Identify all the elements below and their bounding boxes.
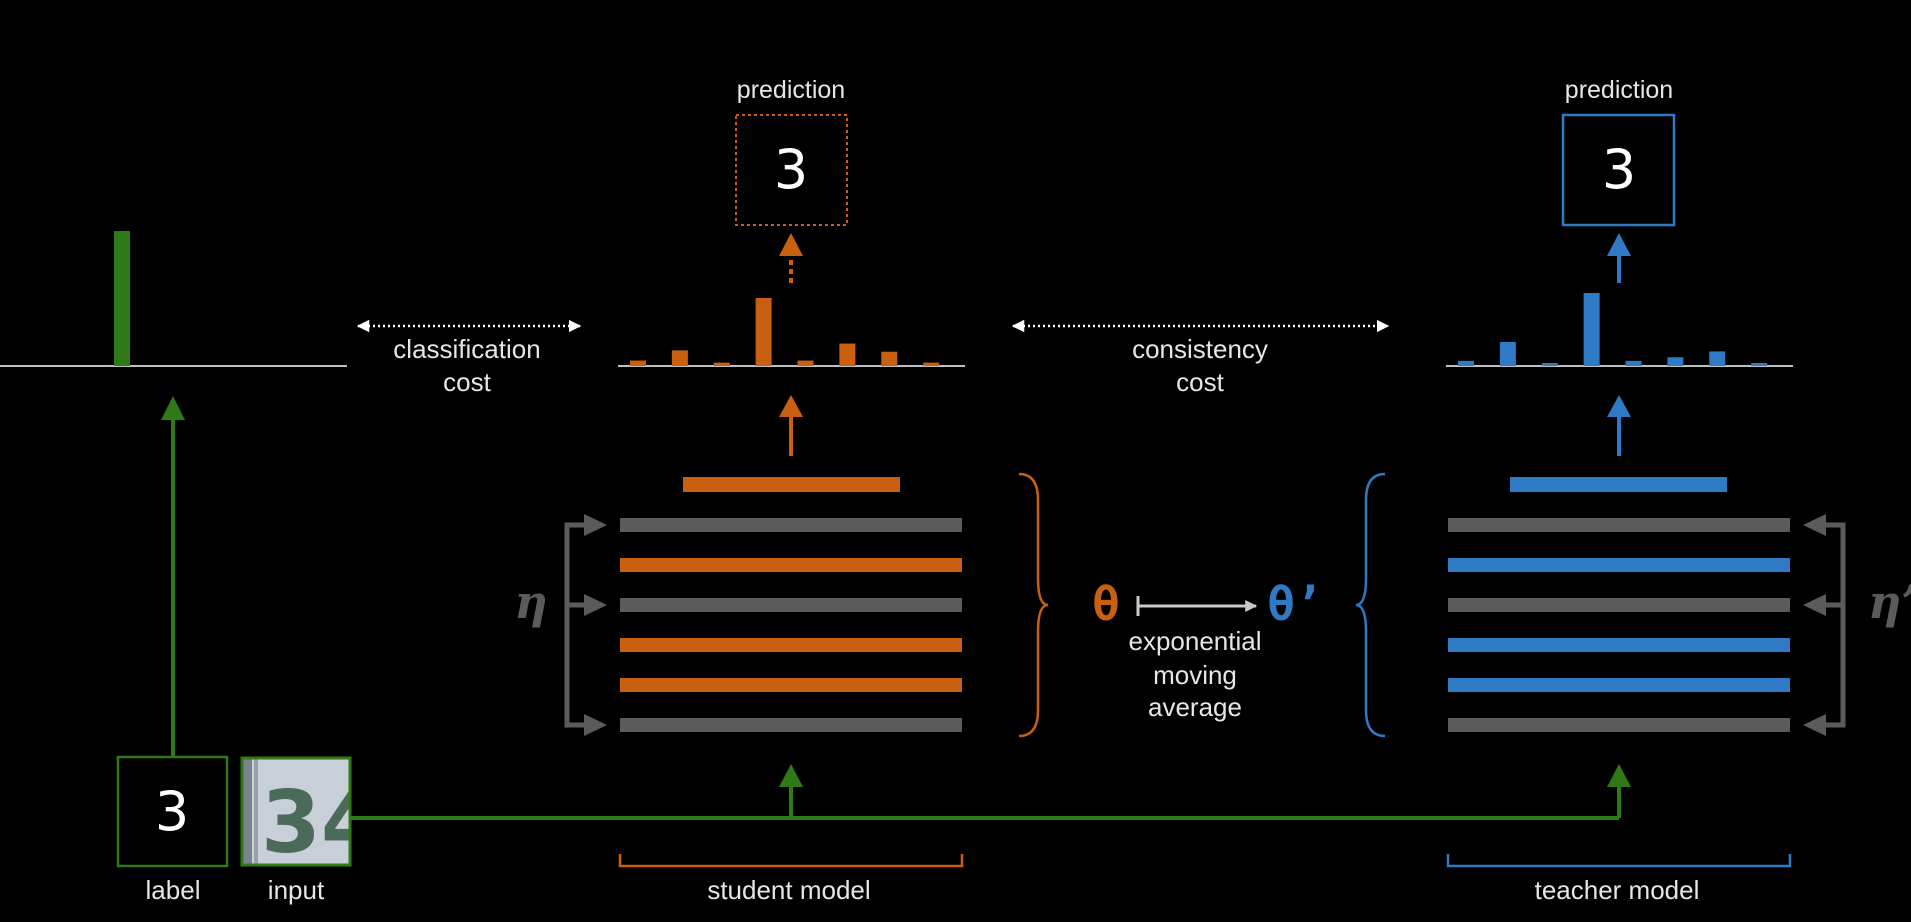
student-histogram-bar [923,362,940,366]
teacher-histogram-bar [1667,357,1684,366]
student-prediction-arrowhead [779,233,803,256]
student-caption: student model [707,875,870,905]
classification-cost-line1: classification [393,334,540,364]
student-histogram-bar [797,360,814,366]
teacher-caption: teacher model [1535,875,1700,905]
student-layer-gray-2 [620,598,962,612]
student-histogram-bar [713,362,730,366]
label-arrowhead [161,396,185,420]
consistency-cost-line1: consistency [1132,334,1268,364]
teacher-layer-gray-3 [1448,718,1790,732]
student-noise-bracket-line [564,522,588,728]
consistency-cost: consistency cost [1011,319,1390,397]
student-noise-symbol: η [514,575,547,629]
student-noise-arrowhead-3 [584,714,607,736]
student-histogram [618,298,965,367]
student-input-arrowhead [779,764,803,787]
theta-prime-symbol: θ’ [1267,577,1322,631]
teacher-curly-brace [1355,472,1386,738]
teacher-caption-bracket [1446,854,1792,868]
ema-update: θ θ’ exponential moving average [1092,577,1323,722]
teacher-noise-bracket-line [1822,522,1846,728]
student-branch: prediction 3 η [514,76,1049,905]
ema-line1: exponential [1129,626,1262,656]
student-network [620,477,962,732]
teacher-noise-bracket: η’ [1803,514,1911,736]
label-digit: 3 [155,780,189,843]
teacher-noise-arrowhead-2 [1803,594,1826,616]
teacher-output-arrowhead [1607,395,1631,417]
input-caption: input [268,875,325,905]
teacher-histogram-bar [1499,341,1516,366]
label-histogram [0,231,347,367]
teacher-layer-top [1510,477,1727,492]
theta-symbol: θ [1092,577,1120,631]
teacher-layer-blue-1 [1448,558,1790,572]
consistency-cost-line2: cost [1176,367,1224,397]
student-layer-top [683,477,900,492]
student-layer-orange-1 [620,558,962,572]
label-box [116,755,229,868]
teacher-histogram [1446,293,1793,367]
teacher-input-arrowhead [1607,764,1631,787]
teacher-histogram-bar [1541,363,1558,366]
classification-cost: classification cost [356,319,582,397]
student-output-arrowhead [779,395,803,417]
student-histogram-bar [839,343,856,366]
teacher-noise-symbol: η’ [1868,575,1911,629]
student-prediction-digit: 3 [774,138,808,201]
ema-line2: moving [1153,660,1237,690]
student-noise-bracket: η [514,514,607,736]
student-layer-orange-2 [620,638,962,652]
teacher-histogram-bar [1458,360,1474,366]
student-histogram-bar [671,350,688,366]
teacher-histogram-bar [1709,351,1726,366]
student-histogram-bar [881,351,898,366]
teacher-noise-arrowhead-3 [1803,714,1826,736]
input-image-text: 34 [261,773,381,873]
input-image: 34 [242,758,381,873]
student-layer-orange-3 [620,678,962,692]
ema-line3: average [1148,692,1242,722]
teacher-prediction-digit: 3 [1602,138,1636,201]
teacher-network [1448,477,1790,732]
teacher-histogram-bar [1625,360,1642,366]
classification-cost-line2: cost [443,367,491,397]
teacher-prediction-arrowhead [1607,233,1631,256]
teacher-noise-arrowhead-1 [1803,514,1826,536]
teacher-layer-blue-2 [1448,638,1790,652]
student-curly-brace [1018,472,1049,738]
label-histogram-bar [114,231,130,366]
student-prediction-box [735,114,848,226]
teacher-prediction-box [1561,113,1676,227]
teacher-branch: prediction 3 η’ teacher model [1355,76,1911,905]
student-histogram-bar [630,360,646,366]
student-layer-gray-1 [620,518,962,532]
student-noise-arrowhead-1 [584,514,607,536]
student-noise-arrowhead-2 [584,594,607,616]
student-caption-bracket [618,854,964,868]
input-box [240,756,352,867]
student-prediction-title: prediction [737,76,845,104]
teacher-layer-gray-2 [1448,598,1790,612]
label-caption: label [146,875,201,905]
teacher-histogram-bar [1751,363,1768,366]
teacher-histogram-bar [1583,293,1600,366]
student-histogram-bar [755,298,772,366]
teacher-layer-gray-1 [1448,518,1790,532]
teacher-layer-blue-3 [1448,678,1790,692]
student-layer-gray-3 [620,718,962,732]
label-input-group: 3 label 34 input [116,396,1619,905]
teacher-prediction-title: prediction [1565,76,1673,104]
